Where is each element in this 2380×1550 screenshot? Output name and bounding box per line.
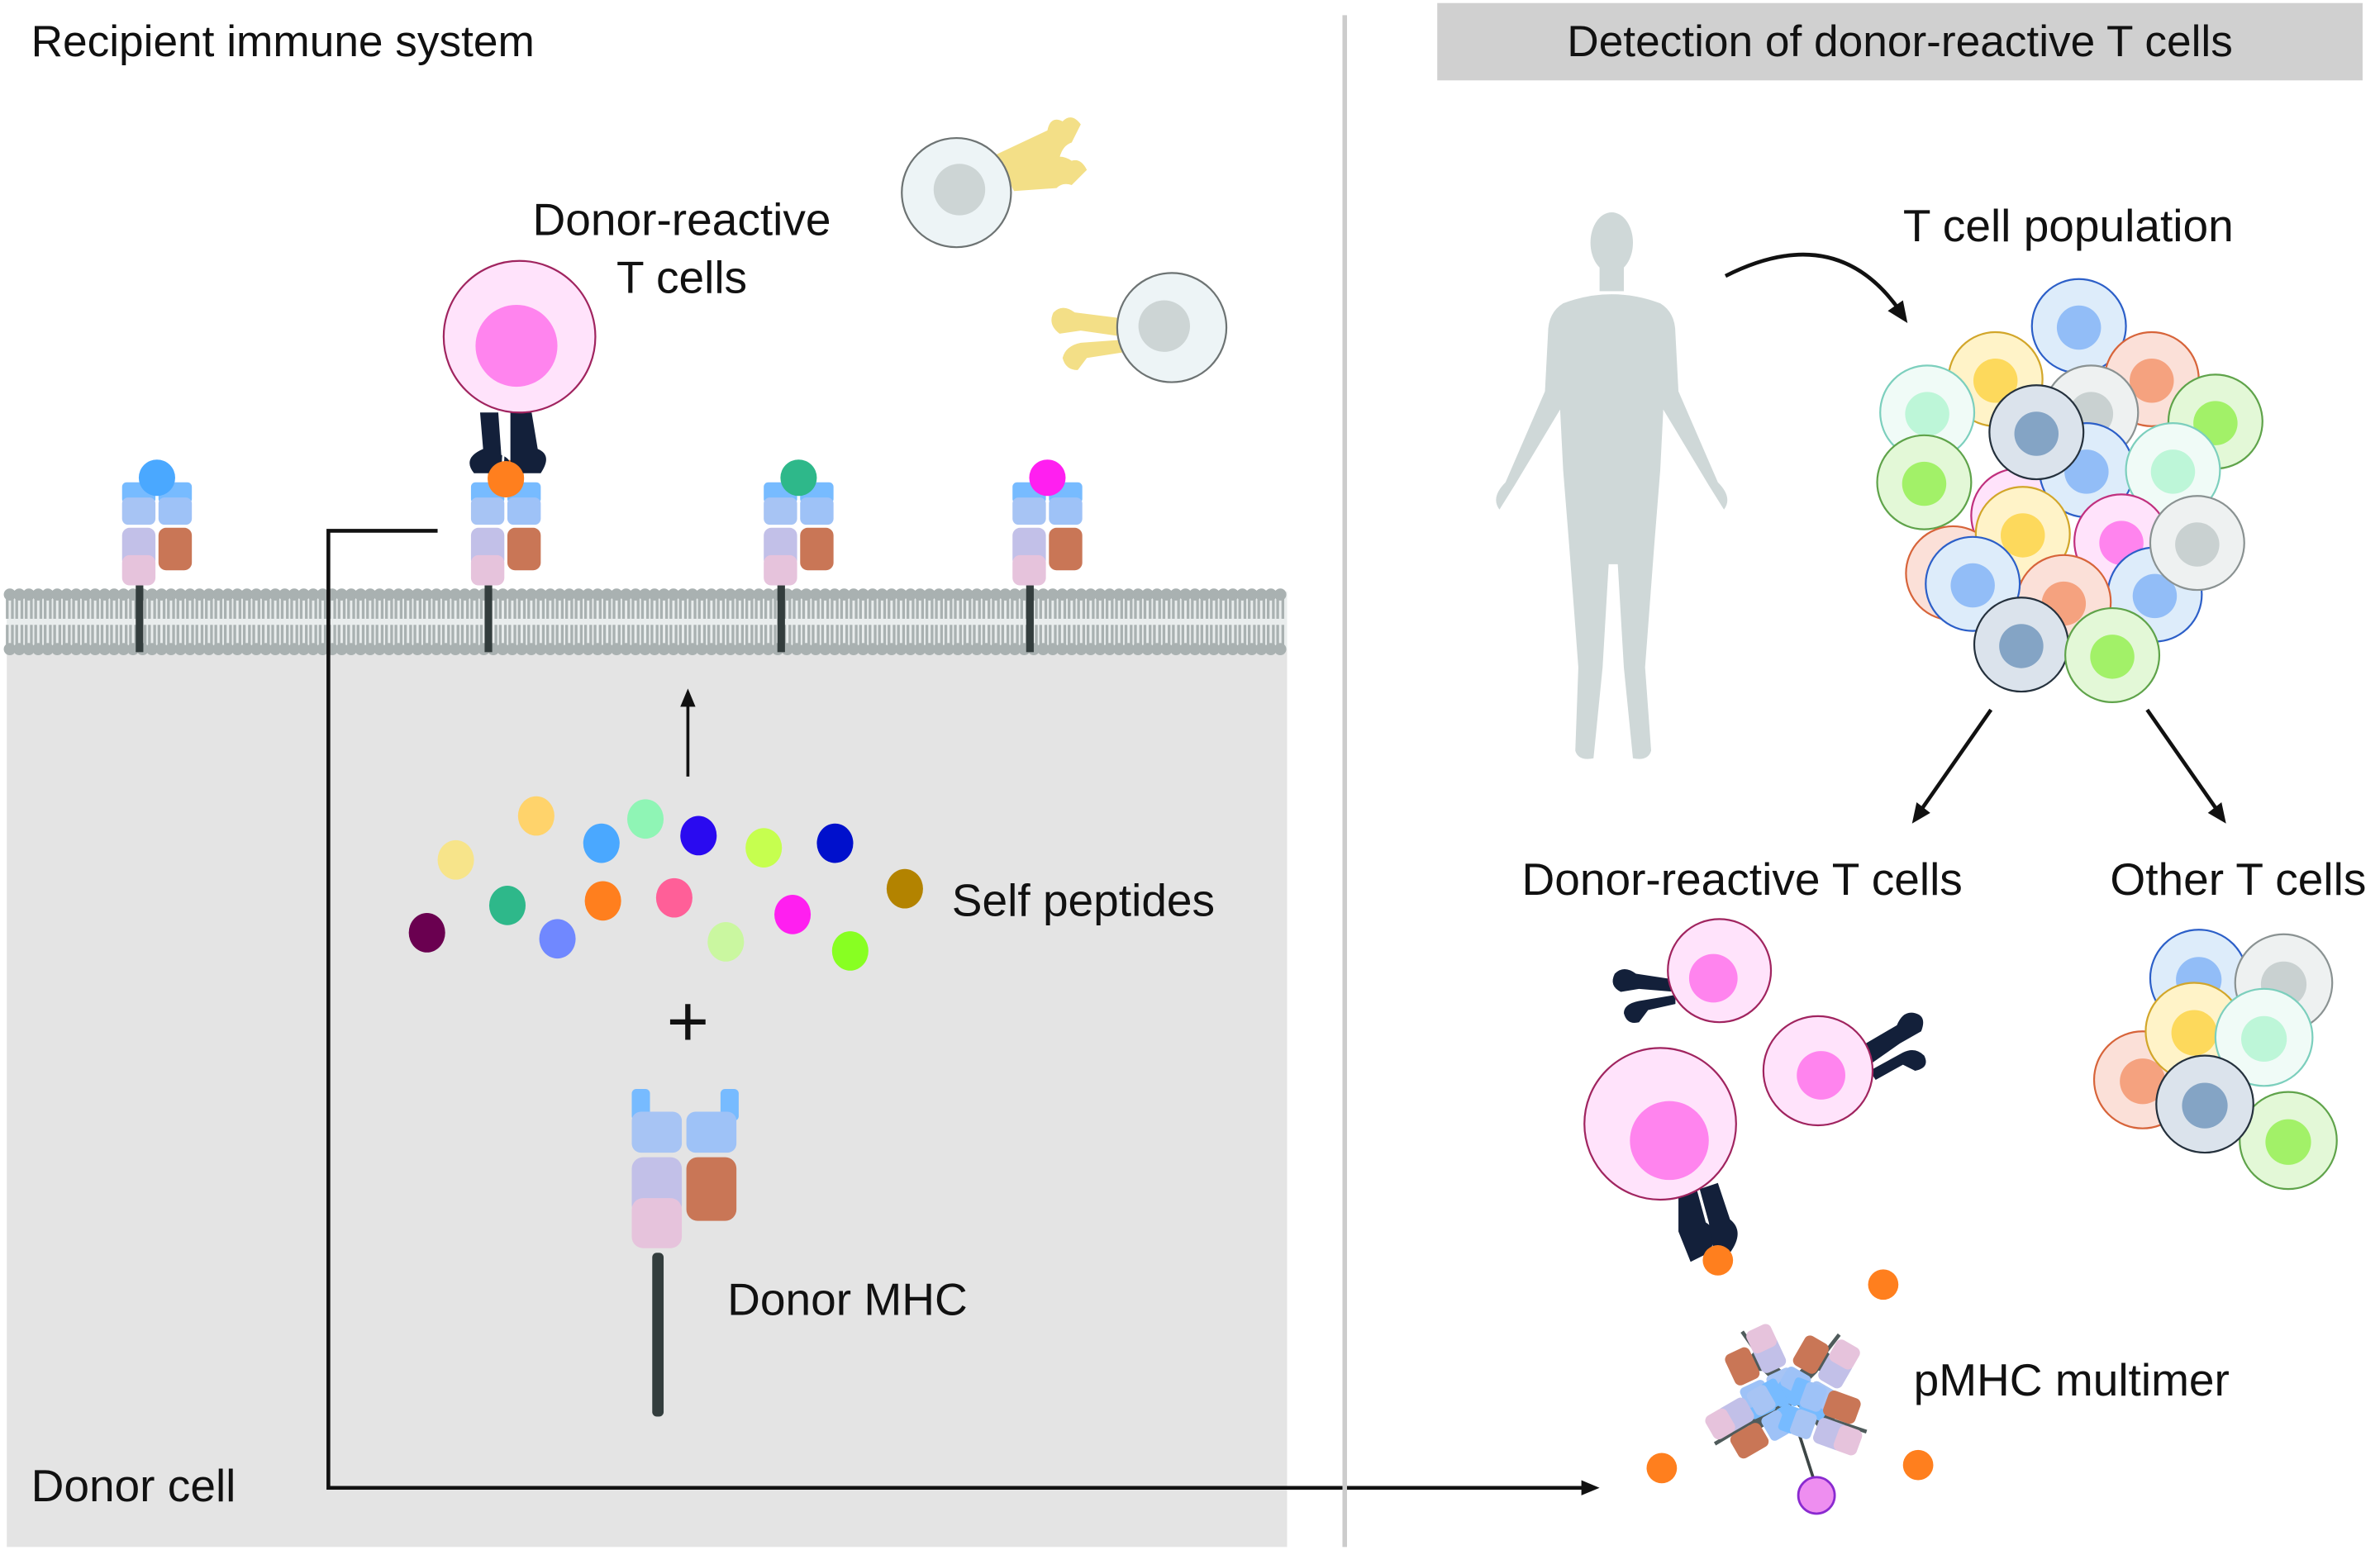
self-peptide xyxy=(655,877,693,918)
self-peptides-label: Self peptides xyxy=(952,875,1215,926)
self-peptide xyxy=(831,931,869,971)
bound-peptide xyxy=(488,461,525,498)
self-peptide xyxy=(517,796,555,836)
t-cell-population-cluster xyxy=(1876,278,2263,703)
pmhc-multimer xyxy=(1646,1245,1934,1515)
self-peptide xyxy=(408,913,445,953)
t-cell xyxy=(1876,434,1973,530)
tcr-receptor xyxy=(469,412,510,473)
t-cell xyxy=(2239,1091,2338,1191)
self-peptide xyxy=(680,815,717,856)
cell-membrane xyxy=(3,588,1288,655)
t-cell xyxy=(2149,495,2245,592)
non-reactive-t-cell-1 xyxy=(901,117,1088,249)
self-peptide xyxy=(488,886,526,925)
self-peptide xyxy=(584,881,621,921)
self-peptide xyxy=(539,919,576,959)
donor-reactive-label-2: T cells xyxy=(616,251,747,302)
t-cell xyxy=(2214,987,2314,1087)
fluorophore xyxy=(1797,1476,1836,1515)
donor-cell-label: Donor cell xyxy=(31,1460,236,1511)
t-cell xyxy=(1973,597,2069,693)
right-panel: Detection of donor-reactive T cells T ce… xyxy=(1437,2,2366,1515)
self-peptide xyxy=(626,799,664,839)
reactive-t-cell-bound xyxy=(1583,1047,1738,1262)
split-arrow-left xyxy=(1911,708,1993,824)
self-peptide xyxy=(437,839,474,880)
reactive-t-cell-small-1 xyxy=(1612,918,1773,1024)
donor-reactive-label-1: Donor-reactive xyxy=(533,194,831,245)
donor-mhc xyxy=(631,1088,739,1417)
self-peptide xyxy=(583,823,620,863)
peptide xyxy=(138,459,175,497)
right-panel-title: Detection of donor-reactive T cells xyxy=(1567,17,2233,66)
self-peptides xyxy=(408,796,923,971)
donor-cell-body xyxy=(7,618,1288,1548)
t-cell xyxy=(2155,1054,2254,1154)
surface-mhc-4 xyxy=(1012,459,1083,653)
reactive-t-cell-small-2 xyxy=(1762,1012,1926,1127)
donor-reactive-t-cells-label: Donor-reactive T cells xyxy=(1521,853,1962,905)
donor-reactive-t-cell xyxy=(442,259,597,498)
right-panel-header-bar xyxy=(1437,2,2363,81)
peptide xyxy=(780,459,817,497)
donor-mhc-label: Donor MHC xyxy=(727,1273,968,1324)
t-cell xyxy=(1988,384,2085,481)
left-panel: Recipient immune system xyxy=(3,17,1288,1548)
sampling-arrow xyxy=(1724,253,1908,323)
self-peptide xyxy=(774,895,812,934)
surface-mhc-1 xyxy=(121,459,193,653)
self-peptide xyxy=(886,868,923,909)
self-peptide xyxy=(816,823,854,863)
t-cell xyxy=(1879,364,1976,461)
peptide xyxy=(1029,459,1066,497)
other-t-cells-cluster xyxy=(2092,929,2338,1191)
t-cell xyxy=(2064,606,2161,703)
non-reactive-t-cell-2 xyxy=(1051,272,1228,383)
plus-sign: + xyxy=(667,981,709,1063)
human-silhouette-icon xyxy=(1496,212,1728,759)
surface-mhc-3 xyxy=(764,459,834,653)
self-peptide xyxy=(707,922,745,962)
other-t-cells-label: Other T cells xyxy=(2110,853,2366,905)
connector-arrow xyxy=(326,529,1600,1495)
pmhc-multimer-label: pMHC multimer xyxy=(1914,1354,2230,1405)
t-cell xyxy=(2030,278,2127,374)
t-cell xyxy=(2125,422,2221,519)
split-arrow-right xyxy=(2145,708,2226,824)
self-peptide xyxy=(745,828,783,868)
t-cell-population-label: T cell population xyxy=(1903,200,2234,251)
left-panel-title: Recipient immune system xyxy=(31,17,535,66)
presentation-arrow xyxy=(680,688,696,777)
